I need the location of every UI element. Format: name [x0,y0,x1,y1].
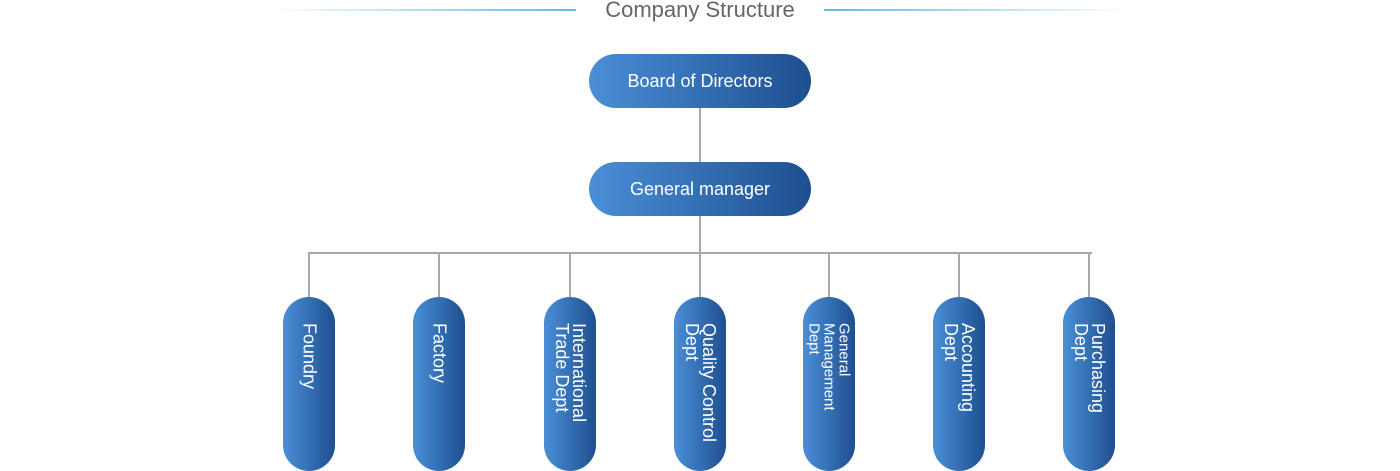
node-general-management: General Management Dept [803,297,855,471]
connector-drop-factory [438,252,440,297]
node-board-label: Board of Directors [627,70,773,91]
node-general-management-label: General Management Dept [805,323,853,411]
node-purchasing: Purchasing Dept [1063,297,1115,471]
node-quality-control: Quality Control Dept [674,297,726,471]
connector-drop-purchasing [1088,252,1090,297]
title-divider-right [824,9,1130,11]
node-international-trade: International Trade Dept [544,297,596,471]
node-board-of-directors: Board of Directors [589,54,811,108]
title-bar: Company Structure [0,0,1400,22]
node-gm-label: General manager [629,178,771,199]
title-divider-left [270,9,576,11]
page-title: Company Structure [605,0,795,22]
connector-drop-accounting [958,252,960,297]
node-factory-label: Factory [429,323,450,384]
node-international-trade-label: International Trade Dept [552,323,589,423]
connector-drop-international-trade [569,252,571,297]
connector-drop-foundry [308,252,310,297]
connector-board-gm [699,108,701,162]
node-purchasing-label: Purchasing Dept [1071,323,1108,414]
node-accounting: Accounting Dept [933,297,985,471]
node-quality-control-label: Quality Control Dept [682,323,719,443]
node-factory: Factory [413,297,465,471]
node-foundry-label: Foundry [299,323,320,390]
node-general-manager: General manager [589,162,811,216]
node-foundry: Foundry [283,297,335,471]
connector-gm-bus [699,216,701,253]
connector-drop-quality-control [699,252,701,297]
connector-drop-general-management [828,252,830,297]
node-accounting-label: Accounting Dept [941,323,978,413]
